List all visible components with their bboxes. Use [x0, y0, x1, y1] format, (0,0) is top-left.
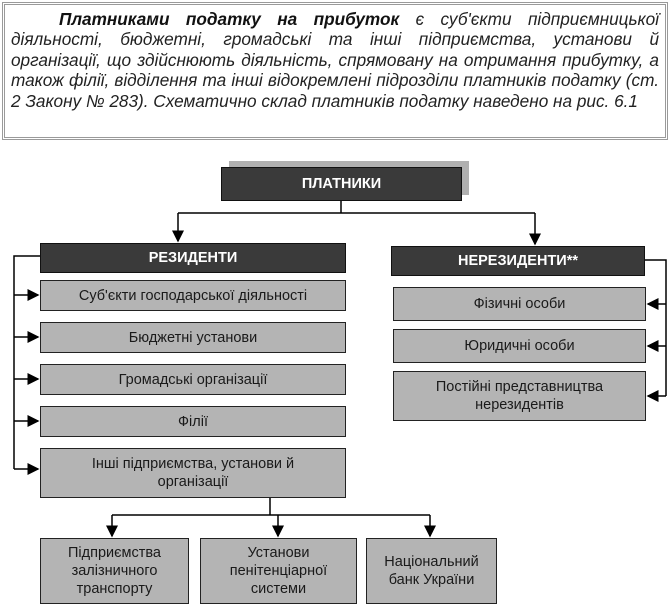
intro-text: є суб'єкти підприємницької діяльності, б… — [11, 9, 659, 111]
resident-item: Суб'єкти господарської діяльності — [40, 280, 346, 311]
resident-item: Філії — [40, 406, 346, 437]
other-item: Установи пенітенціарної системи — [200, 538, 357, 604]
resident-item: Бюджетні установи — [40, 322, 346, 353]
root-box: ПЛАТНИКИ — [221, 167, 462, 201]
other-item: Підприємства залізничного транспорту — [40, 538, 189, 604]
nonresident-item: Юридичні особи — [393, 329, 646, 363]
intro-paragraph: Платниками податку на прибуток є суб'єкт… — [2, 2, 668, 140]
resident-item: Громадські організації — [40, 364, 346, 395]
nonresidents-header: НЕРЕЗИДЕНТИ** — [391, 246, 645, 276]
intro-bold-lead: Платниками податку на прибуток — [59, 9, 400, 29]
other-item: Національний банк України — [366, 538, 497, 604]
nonresident-item: Постійні представництва нерезидентів — [393, 371, 646, 421]
nonresident-item: Фізичні особи — [393, 287, 646, 321]
residents-header: РЕЗИДЕНТИ — [40, 243, 346, 273]
resident-item: Інші підприємства, установи й організаці… — [40, 448, 346, 498]
